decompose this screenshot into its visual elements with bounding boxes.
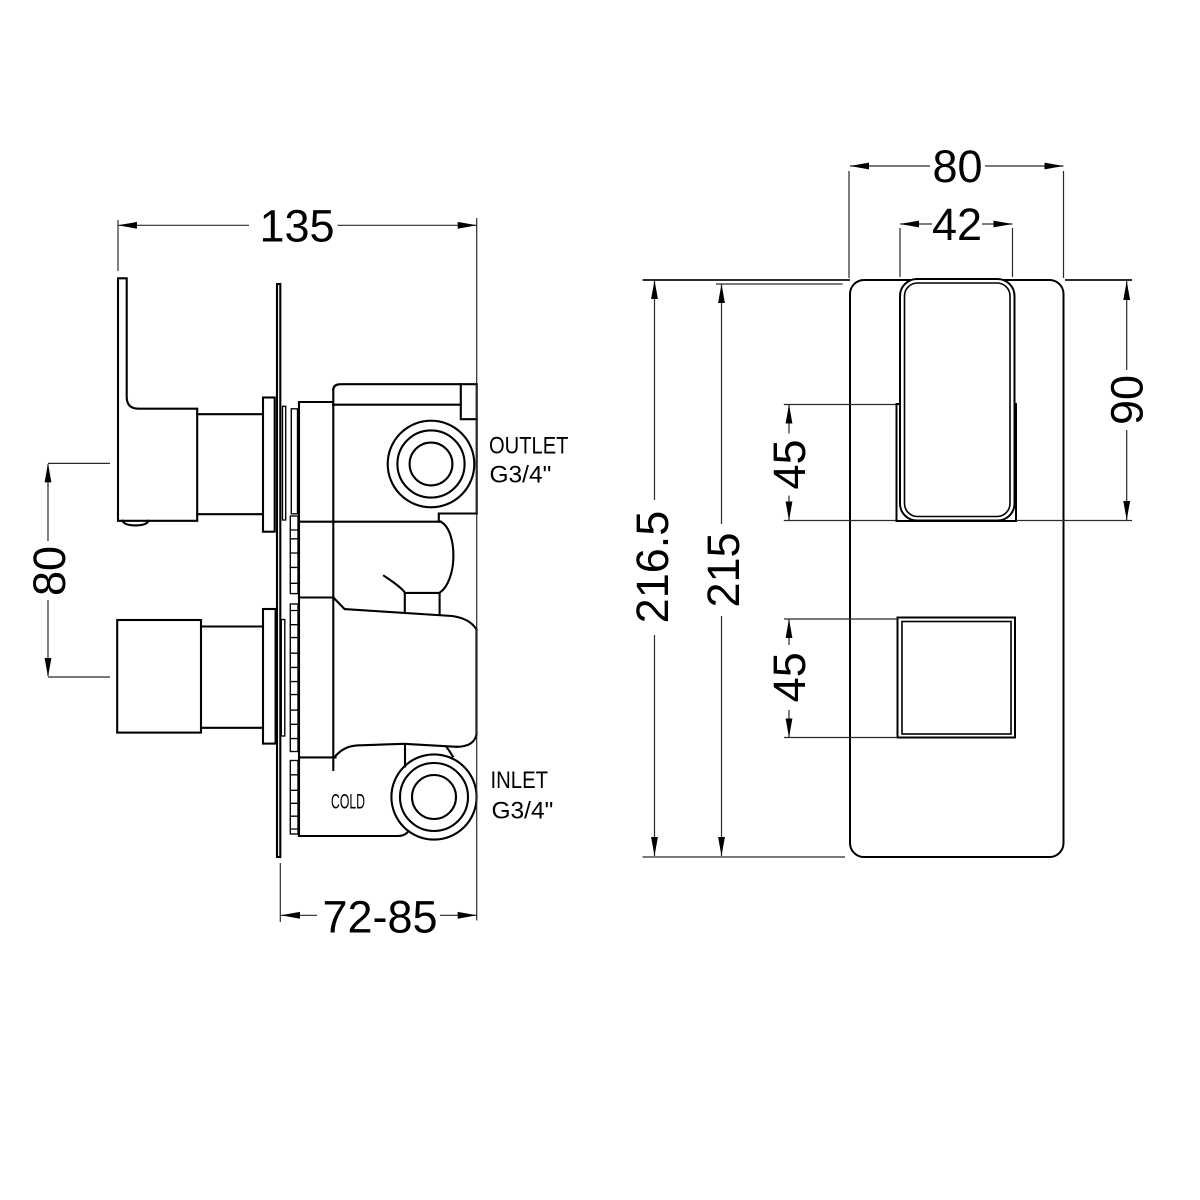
svg-text:COLD: COLD	[331, 789, 365, 813]
svg-text:G3/4": G3/4"	[492, 798, 554, 825]
svg-text:80: 80	[24, 546, 75, 596]
svg-text:42: 42	[932, 199, 982, 250]
svg-text:215: 215	[698, 532, 749, 607]
svg-text:80: 80	[932, 141, 982, 192]
svg-text:216.5: 216.5	[627, 511, 678, 624]
svg-text:135: 135	[259, 201, 334, 252]
svg-text:OUTLET: OUTLET	[489, 433, 569, 460]
svg-text:72-85: 72-85	[322, 892, 437, 943]
svg-text:INLET: INLET	[491, 767, 549, 794]
svg-text:G3/4": G3/4"	[490, 462, 552, 489]
svg-text:90: 90	[1102, 375, 1153, 425]
svg-text:45: 45	[764, 439, 815, 489]
svg-text:45: 45	[764, 652, 815, 702]
